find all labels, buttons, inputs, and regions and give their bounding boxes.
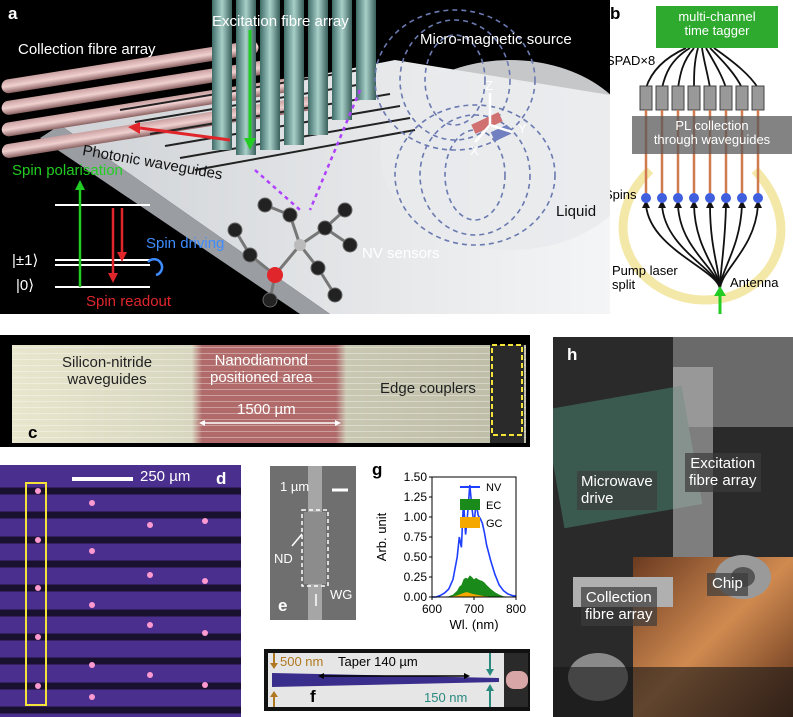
energy-level-diagram xyxy=(55,180,164,288)
panel-a-illustration xyxy=(1,0,610,314)
axis-triad xyxy=(474,93,513,143)
scale-1500-label: 1500 µm xyxy=(237,401,296,418)
panel-f-taper-image xyxy=(268,653,528,707)
panel-c: Silicon-nitride waveguides Nanodiamond p… xyxy=(0,335,530,447)
panel-g-letter: g xyxy=(372,460,382,479)
spin-icons xyxy=(641,193,763,203)
series-area-gc xyxy=(432,592,516,597)
state-pm1-label: |±1⟩ xyxy=(12,252,39,269)
panel-e-letter: e xyxy=(278,596,288,615)
y-tick-label: 1.50 xyxy=(404,470,428,484)
legend-label-gc: GC xyxy=(486,518,503,530)
wg-label: WG xyxy=(330,587,353,602)
panel-h-letter: h xyxy=(567,345,578,364)
excitation-fibre-array-photo-label: Excitation fibre array xyxy=(685,453,761,492)
spin-driving-label: Spin driving xyxy=(146,235,225,252)
liquid-label: Liquid xyxy=(556,203,597,220)
panel-c-chip-image xyxy=(12,344,526,443)
x-tick-label: 700 xyxy=(464,602,484,616)
edge-coupler-box xyxy=(491,344,523,436)
scale-250-label: 250 µm xyxy=(140,468,191,485)
pump-arrowheads xyxy=(642,200,762,208)
liquid-region xyxy=(380,60,610,250)
width-500-label: 500 nm xyxy=(280,654,324,669)
y-axis-label: Arb. unit xyxy=(374,512,389,561)
panel-a-letter: a xyxy=(8,4,18,23)
chip-edge xyxy=(40,125,330,314)
x-axis-label: Wl. (nm) xyxy=(449,617,498,632)
panel-h: h Microwave drive Excitation fibre array… xyxy=(553,337,793,717)
panel-h-photo xyxy=(553,337,793,717)
y-tick-label: 0.75 xyxy=(404,530,428,544)
spad-label: SPAD×8 xyxy=(610,53,656,68)
panel-a: a Collection fibre array Excitation fibr… xyxy=(0,0,610,314)
panel-b: b multi-channel time tagger SPAD×8 PL co… xyxy=(610,0,793,314)
spins-label: Spins xyxy=(610,187,637,202)
nv-molecule-icon xyxy=(227,197,358,308)
scale-1um-label: 1 µm xyxy=(280,479,310,494)
antenna-arc xyxy=(618,166,786,305)
panel-f: 500 nm Taper 140 µm 150 nm f xyxy=(264,649,530,711)
spin-readout-label: Spin readout xyxy=(86,293,172,310)
pl-collection-box: PL collection through waveguides xyxy=(632,116,792,154)
series-line-nv xyxy=(432,484,517,598)
antenna-label: Antenna xyxy=(730,275,779,290)
spectrum-chart: 0.00 0.25 0.50 0.75 1.00 1.25 1.50 600 700 800Wl.… xyxy=(372,460,526,632)
nanodiamond-area-label: Nanodiamond positioned area xyxy=(210,352,313,386)
panel-c-letter: c xyxy=(28,423,38,442)
legend-swatch-ec xyxy=(460,499,480,510)
y-tick-label: 0.50 xyxy=(404,550,428,564)
legend-swatch-gc xyxy=(460,517,480,528)
edge-couplers-label: Edge couplers xyxy=(380,380,476,397)
y-tick-label: 0.00 xyxy=(404,590,428,604)
nv-sensors-label: NV sensors xyxy=(362,245,440,262)
chip-label: Chip xyxy=(707,573,748,596)
time-tagger-box: multi-channel time tagger xyxy=(656,6,778,48)
axis-z-label: Z xyxy=(485,78,493,93)
pump-laser-fibres xyxy=(645,204,759,291)
series-area-ec xyxy=(432,575,516,597)
y-tick-label: 1.00 xyxy=(404,510,428,524)
collection-arrow xyxy=(139,126,231,142)
panel-e-sem-image xyxy=(291,466,348,620)
state-0-label: |0⟩ xyxy=(16,277,35,294)
silicon-nitride-label: Silicon-nitride waveguides xyxy=(62,354,153,388)
y-tick-label: 1.25 xyxy=(404,490,428,504)
magnetic-field-lines xyxy=(374,9,556,246)
y-tick-label: 0.25 xyxy=(404,570,428,584)
highlight-column-box xyxy=(25,482,47,706)
micro-magnetic-source-label: Micro-magnetic source xyxy=(420,31,572,48)
tagger-connections xyxy=(645,47,759,89)
microwave-drive-label: Microwave drive xyxy=(577,471,657,510)
axis-y-label: Y xyxy=(518,121,527,136)
panel-d-letter: d xyxy=(216,469,227,488)
collection-fibre-array-photo-label: Collection fibre array xyxy=(581,587,657,626)
legend-label-nv: NV xyxy=(486,482,502,494)
panel-d: 250 µm d xyxy=(0,465,241,717)
spin-driving-icon xyxy=(147,258,164,277)
pump-laser-label: Pump laser split xyxy=(612,263,678,293)
panel-f-letter: f xyxy=(310,687,316,706)
collection-fibre-array-label: Collection fibre array xyxy=(18,41,156,58)
legend-label-ec: EC xyxy=(486,500,501,512)
plot-frame xyxy=(431,476,517,598)
taper-label: Taper 140 µm xyxy=(338,654,418,669)
x-tick-label: 800 xyxy=(506,602,526,616)
nd-label: ND xyxy=(274,551,293,566)
emitter-spots xyxy=(35,488,208,700)
panel-b-letter: b xyxy=(610,4,621,23)
spin-polarisation-label: Spin polarisation xyxy=(12,162,123,179)
width-150-label: 150 nm xyxy=(424,690,468,705)
excitation-fibre-array-label: Excitation fibre array xyxy=(212,13,349,30)
spad-detectors xyxy=(639,85,765,111)
x-tick-label: 600 xyxy=(422,602,442,616)
panel-e: 1 µm ND WG e xyxy=(270,466,356,620)
axis-x-label: X xyxy=(470,143,479,158)
panel-d-waveguide-image xyxy=(0,477,241,714)
nd-box xyxy=(301,509,329,587)
magnet-icon xyxy=(471,112,503,134)
